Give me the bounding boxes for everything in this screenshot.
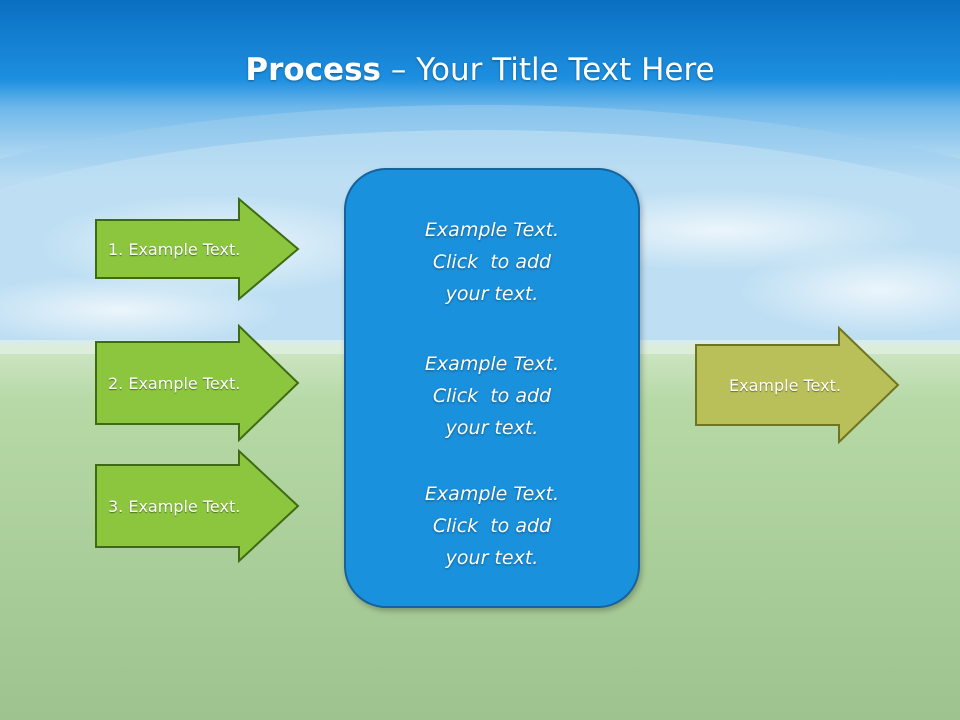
text-block-2: Example Text. Click to add your text.: [346, 348, 638, 444]
text-block-3: Example Text. Click to add your text.: [346, 478, 638, 574]
text-line: Example Text.: [424, 219, 560, 241]
text-line: Click to add: [432, 385, 552, 407]
right-arrow[interactable]: Example Text.: [695, 325, 900, 445]
left-arrow-3[interactable]: 3. Example Text.: [95, 448, 300, 564]
title-bold: Process: [245, 52, 381, 88]
right-arrow-label: Example Text.: [729, 375, 841, 395]
left-arrow-label: 2. Example Text.: [108, 373, 241, 393]
text-line: Example Text.: [424, 483, 560, 505]
text-line: Example Text.: [424, 353, 560, 375]
left-arrow-2[interactable]: 2. Example Text.: [95, 323, 300, 443]
text-line: your text.: [445, 547, 539, 569]
slide-title: Process – Your Title Text Here: [0, 52, 960, 88]
center-text-box[interactable]: Example Text. Click to add your text. Ex…: [344, 168, 640, 608]
text-block-1: Example Text. Click to add your text.: [346, 214, 638, 310]
text-line: your text.: [445, 283, 539, 305]
text-line: Click to add: [432, 251, 552, 273]
title-rest: – Your Title Text Here: [381, 52, 715, 88]
text-line: your text.: [445, 417, 539, 439]
left-arrow-1[interactable]: 1. Example Text.: [95, 196, 300, 302]
text-line: Click to add: [432, 515, 552, 537]
left-arrow-label: 1. Example Text.: [108, 239, 241, 259]
left-arrow-label: 3. Example Text.: [108, 496, 241, 516]
